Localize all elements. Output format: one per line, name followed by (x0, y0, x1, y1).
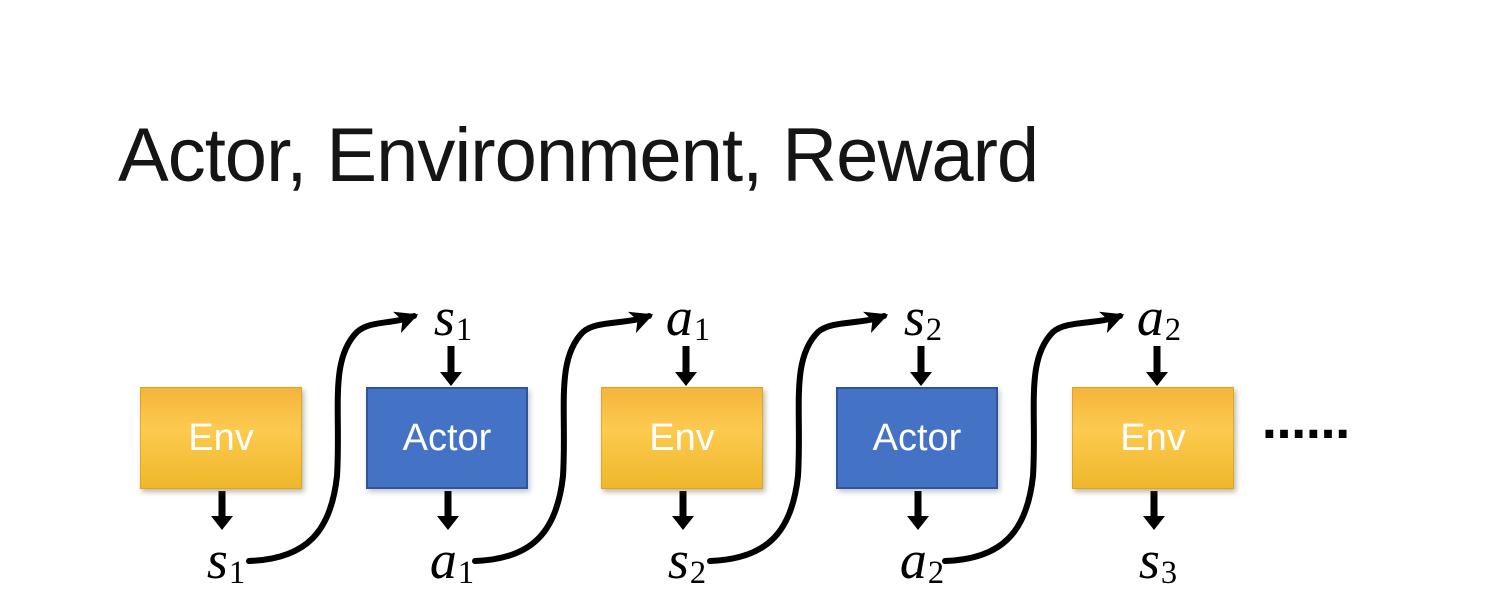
input-arrow-box-3 (675, 346, 697, 386)
actor-box-4: Actor (836, 387, 998, 489)
symbol-subscript: 2 (925, 312, 943, 349)
output-arrow-box-1 (211, 491, 233, 530)
output-arrow-box-5 (1143, 491, 1165, 530)
env-box-5: Env (1072, 387, 1234, 489)
actor-box-label: Actor (402, 417, 492, 459)
symbol-subscript: 1 (457, 555, 475, 592)
symbol-subscript: 2 (689, 555, 707, 592)
bottom-label-a2: a2 (900, 533, 944, 590)
env-box-label: Env (649, 417, 715, 459)
symbol-base: s (433, 287, 455, 347)
symbol-base: s (903, 287, 925, 347)
input-arrow-box-5 (1146, 346, 1168, 386)
output-arrow-box-3 (672, 491, 694, 530)
env-box-1: Env (140, 387, 302, 489)
env-box-label: Env (188, 417, 254, 459)
bottom-label-s3: s3 (1139, 533, 1177, 590)
symbol-subscript: 1 (693, 312, 711, 349)
bottom-label-s2: s2 (668, 533, 706, 590)
symbol-base: s (206, 530, 228, 590)
env-box-3: Env (601, 387, 763, 489)
bottom-label-a1: a1 (430, 533, 474, 590)
symbol-base: s (667, 530, 689, 590)
symbol-base: a (899, 530, 927, 590)
symbol-base: a (1136, 287, 1164, 347)
actor-box-label: Actor (872, 417, 962, 459)
top-label-s2: s2 (904, 290, 942, 347)
symbol-base: s (1138, 530, 1160, 590)
env-box-label: Env (1120, 417, 1186, 459)
continuation-ellipsis: …… (1262, 398, 1350, 449)
input-arrow-box-4 (910, 346, 932, 386)
symbol-subscript: 2 (927, 555, 945, 592)
symbol-base: a (429, 530, 457, 590)
bottom-label-s1: s1 (207, 533, 245, 590)
output-arrow-box-2 (437, 491, 459, 530)
symbol-subscript: 1 (455, 312, 473, 349)
slide-title: Actor, Environment, Reward (118, 113, 1039, 198)
symbol-subscript: 2 (1164, 312, 1182, 349)
flow-curve-1 (246, 311, 419, 564)
top-label-a2: a2 (1137, 290, 1181, 347)
flow-curve-4 (942, 311, 1125, 564)
input-arrow-box-2 (440, 346, 462, 386)
symbol-subscript: 1 (228, 555, 246, 592)
output-arrow-box-4 (907, 491, 929, 530)
actor-box-2: Actor (366, 387, 528, 489)
top-label-s1: s1 (434, 290, 472, 347)
flow-curve-2 (472, 311, 654, 564)
top-label-a1: a1 (666, 290, 710, 347)
flow-curve-3 (707, 311, 889, 564)
symbol-subscript: 3 (1160, 555, 1178, 592)
symbol-base: a (665, 287, 693, 347)
